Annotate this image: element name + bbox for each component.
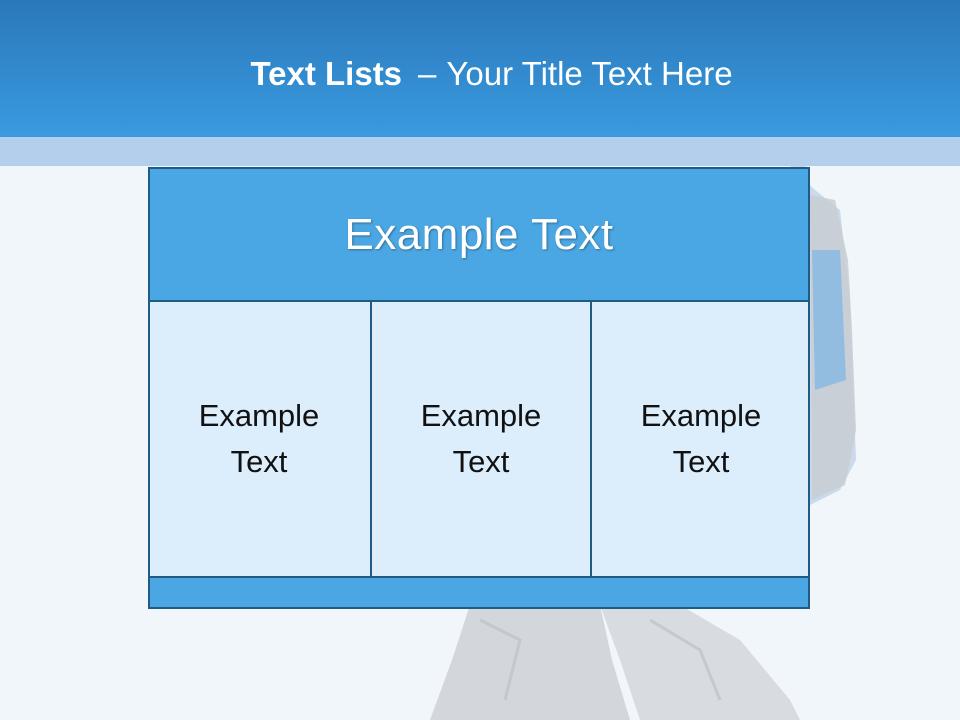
panel-column-text: Example Text: [198, 398, 320, 479]
text-list-panel: Example Text Example Text Example Text E…: [148, 167, 810, 609]
title-separator: –: [418, 55, 437, 92]
title-bar-strip: [0, 137, 960, 166]
title-bar: [0, 0, 960, 137]
panel-header: Example Text: [150, 169, 808, 302]
title-rest: Your Title Text Here: [446, 55, 733, 92]
panel-column-text: Example Text: [420, 398, 542, 479]
panel-column-1: Example Text: [150, 302, 368, 576]
panel-header-text: Example Text: [344, 209, 614, 259]
panel-column-2: Example Text: [370, 302, 590, 576]
slide-title: Text Lists–Your Title Text Here: [0, 52, 960, 96]
panel-column-3: Example Text: [590, 302, 810, 576]
panel-footer-bar: [150, 576, 808, 607]
panel-column-text: Example Text: [640, 398, 762, 479]
title-bold: Text Lists: [250, 55, 403, 92]
